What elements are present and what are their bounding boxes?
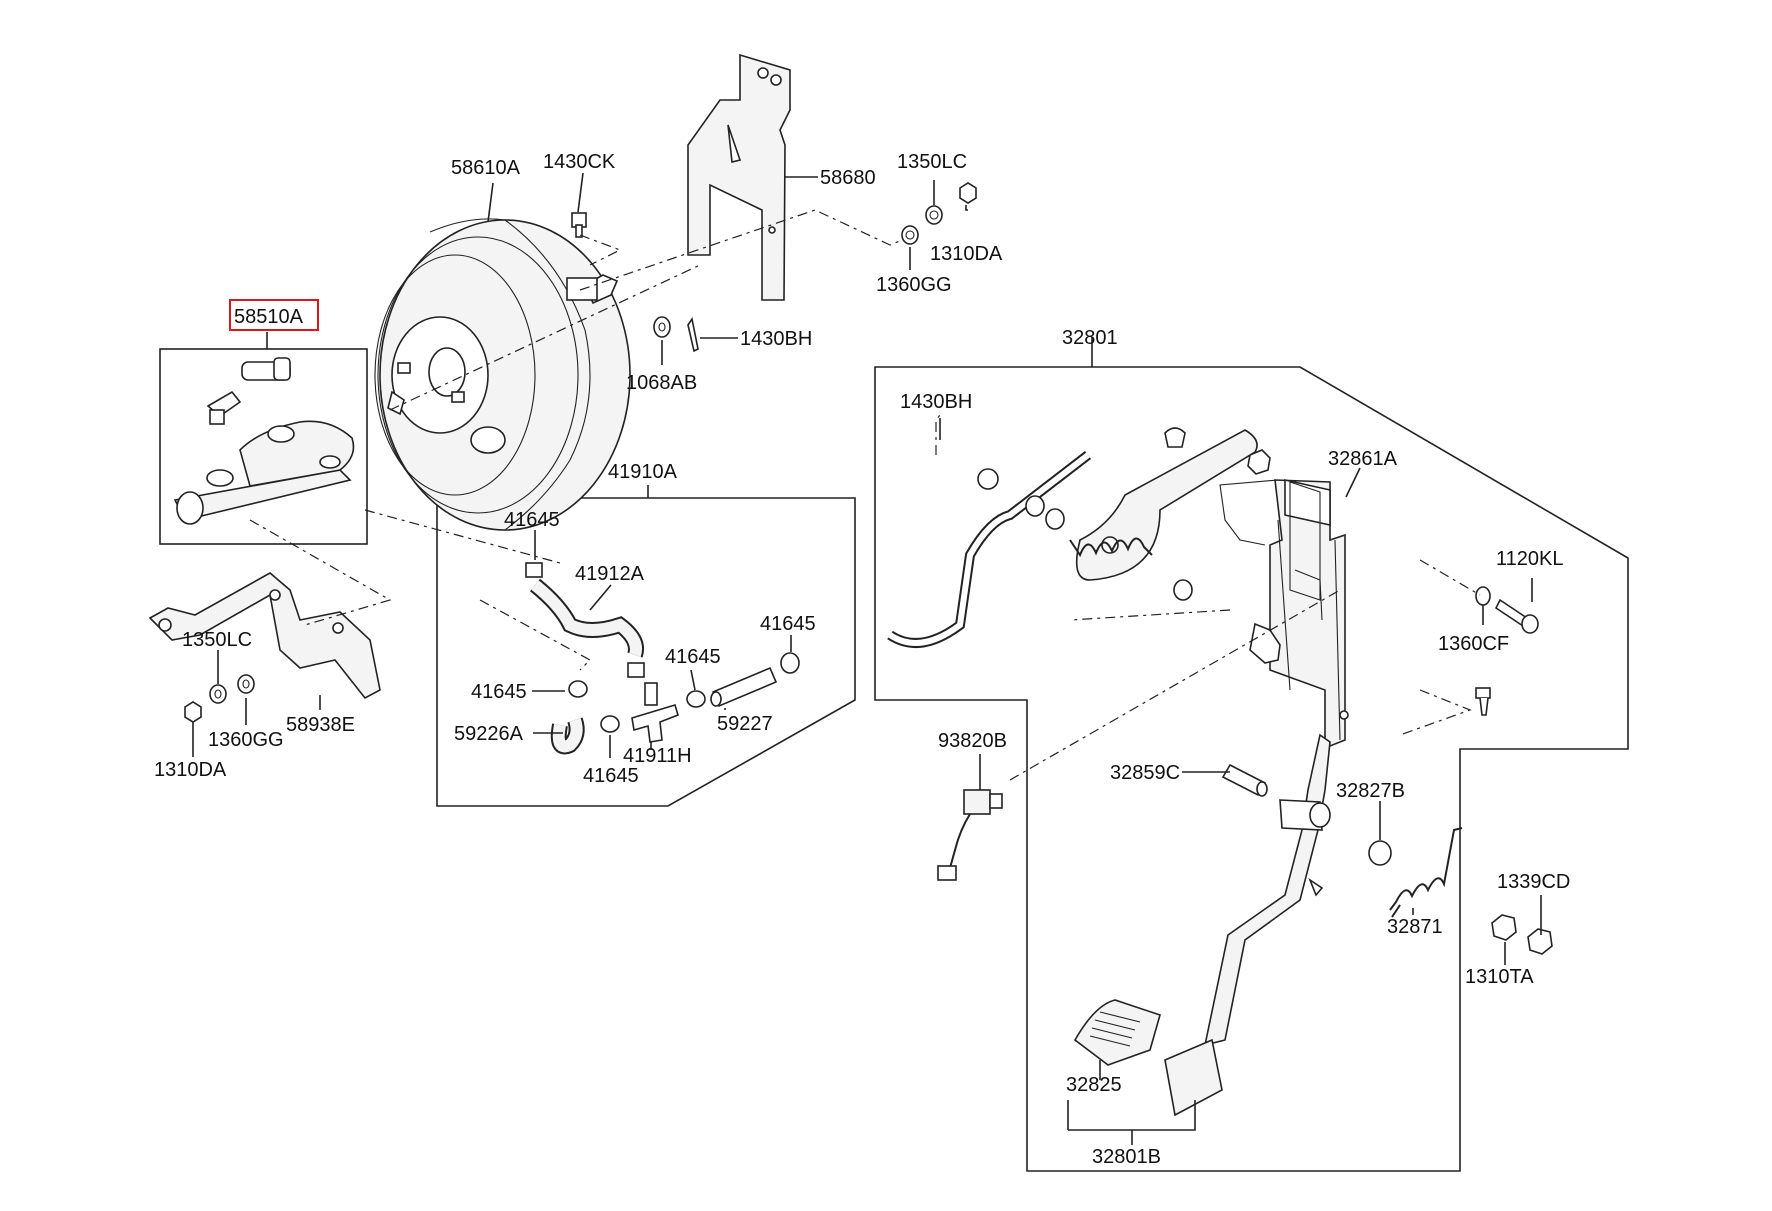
label-32859C[interactable]: 32859C <box>1110 762 1180 784</box>
centerline-4 <box>249 519 392 626</box>
bushing-b[interactable] <box>1025 495 1045 517</box>
label-59226A[interactable]: 59226A <box>454 723 524 745</box>
centerline-8 <box>1069 609 1231 621</box>
centerline-9 <box>1419 559 1481 596</box>
nut-top[interactable] <box>1247 449 1271 475</box>
spring-return[interactable] <box>1069 537 1153 558</box>
clip-41645-d[interactable] <box>686 690 706 708</box>
nut-1310DA[interactable] <box>959 182 977 204</box>
label-1120KL[interactable]: 1120KL <box>1496 548 1563 570</box>
clip-41645-c[interactable] <box>568 680 588 698</box>
bolt-lower[interactable] <box>1475 687 1491 716</box>
label-41645-c[interactable]: 41645 <box>665 646 721 668</box>
vacuum-hose-box <box>436 497 856 807</box>
centerline-5 <box>364 509 561 564</box>
bracket-58938E[interactable] <box>148 572 381 700</box>
highlight-box-58510A <box>229 299 319 331</box>
pedal-pad-32825[interactable] <box>1073 999 1161 1066</box>
booster-bracket[interactable] <box>687 53 791 301</box>
tee-41911H[interactable] <box>631 682 679 743</box>
clip-41645-f[interactable] <box>780 652 800 674</box>
label-93820B[interactable]: 93820B <box>938 730 1007 752</box>
centerline-11 <box>935 414 941 455</box>
label-32871[interactable]: 32871 <box>1387 916 1443 938</box>
hose-41912A[interactable] <box>529 578 644 658</box>
label-58938E[interactable]: 58938E <box>286 714 355 736</box>
label-32801B[interactable]: 32801B <box>1092 1146 1161 1168</box>
label-41645-a[interactable]: 41645 <box>504 509 560 531</box>
label-1310DA-top[interactable]: 1310DA <box>930 243 1003 265</box>
spring-32871[interactable] <box>1389 827 1463 918</box>
master-cylinder-box <box>159 348 368 545</box>
hose-59226A[interactable] <box>550 717 585 755</box>
label-41912A[interactable]: 41912A <box>575 563 645 585</box>
cap-top[interactable] <box>1164 427 1186 448</box>
spring-lever[interactable] <box>1075 429 1258 581</box>
nut-1310DA-lower[interactable] <box>184 701 202 723</box>
label-1430BH-pedal[interactable]: 1430BH <box>900 391 972 413</box>
label-1350LC-top[interactable]: 1350LC <box>897 151 967 173</box>
label-1310DA-lower[interactable]: 1310DA <box>154 759 227 781</box>
label-41910A[interactable]: 41910A <box>608 461 678 483</box>
bolt-1120KL[interactable] <box>1494 598 1539 634</box>
label-1339CD[interactable]: 1339CD <box>1497 871 1570 893</box>
pedal-pad-32801B[interactable] <box>1164 1038 1223 1117</box>
label-41645-e[interactable]: 41645 <box>583 765 639 787</box>
pin-1430BH[interactable] <box>687 316 699 353</box>
label-32827B[interactable]: 32827B <box>1336 780 1405 802</box>
bushing-a[interactable] <box>977 468 999 490</box>
label-1430BH-top[interactable]: 1430BH <box>740 328 812 350</box>
label-58510A[interactable]: 58510A <box>234 306 304 328</box>
mount-plate[interactable] <box>1219 479 1321 601</box>
label-1360GG-lower[interactable]: 1360GG <box>208 729 284 751</box>
pedal-assembly-box <box>874 366 1629 1172</box>
centerline-2 <box>579 209 903 291</box>
label-59227[interactable]: 59227 <box>717 713 773 735</box>
label-58610A[interactable]: 58610A <box>451 157 521 179</box>
label-1360CF[interactable]: 1360CF <box>1438 633 1509 655</box>
brake-pedal-arm[interactable] <box>1203 733 1331 1047</box>
brake-booster[interactable] <box>374 218 631 531</box>
washer-1360CF[interactable] <box>1475 586 1491 606</box>
label-1350LC-lower[interactable]: 1350LC <box>182 629 252 651</box>
bolt-1430CK[interactable] <box>571 212 587 238</box>
label-32801[interactable]: 32801 <box>1062 327 1118 349</box>
washer-1360GG-lower[interactable] <box>237 674 255 694</box>
master-cylinder[interactable] <box>173 357 355 525</box>
nut-1339CD[interactable] <box>1527 928 1553 955</box>
clip-41645-a[interactable] <box>525 562 543 578</box>
label-1310TA[interactable]: 1310TA <box>1465 966 1534 988</box>
label-32825[interactable]: 32825 <box>1066 1074 1122 1096</box>
clip-41645-b[interactable] <box>627 662 645 678</box>
bushing-32859C[interactable] <box>1221 763 1268 797</box>
pedal-bracket-32861A[interactable] <box>1269 479 1349 750</box>
label-41645-b[interactable]: 41645 <box>760 613 816 635</box>
washer-1350LC-lower[interactable] <box>209 684 227 704</box>
label-41645-d[interactable]: 41645 <box>471 681 527 703</box>
leader-lines <box>192 172 1542 1145</box>
label-32861A[interactable]: 32861A <box>1328 448 1398 470</box>
clip-41645-e[interactable] <box>600 715 620 733</box>
pedal-rod[interactable] <box>887 451 1092 648</box>
bushing-32827B[interactable] <box>1368 840 1392 866</box>
label-1430CK[interactable]: 1430CK <box>543 151 616 173</box>
stop-lamp-switch[interactable] <box>937 789 1003 881</box>
label-58680[interactable]: 58680 <box>820 167 876 189</box>
centerline-7 <box>1009 589 1341 781</box>
centerline-1 <box>389 264 701 411</box>
part-labels: 58610A 1430CK 58680 1350LC 1310DA 1360GG… <box>154 151 1570 1168</box>
bushing-d[interactable] <box>1173 579 1193 601</box>
centerline-10 <box>1399 689 1472 736</box>
label-1360GG-top[interactable]: 1360GG <box>876 274 952 296</box>
bushing-c[interactable] <box>1045 508 1065 530</box>
label-1068AB[interactable]: 1068AB <box>626 372 697 394</box>
washer-1360GG[interactable] <box>901 225 919 245</box>
label-41911H[interactable]: 41911H <box>623 745 692 767</box>
nut-1310TA[interactable] <box>1491 914 1517 941</box>
washer-1068AB[interactable] <box>653 316 671 338</box>
washer-1350LC[interactable] <box>925 205 943 225</box>
hose-59227[interactable] <box>710 666 778 708</box>
